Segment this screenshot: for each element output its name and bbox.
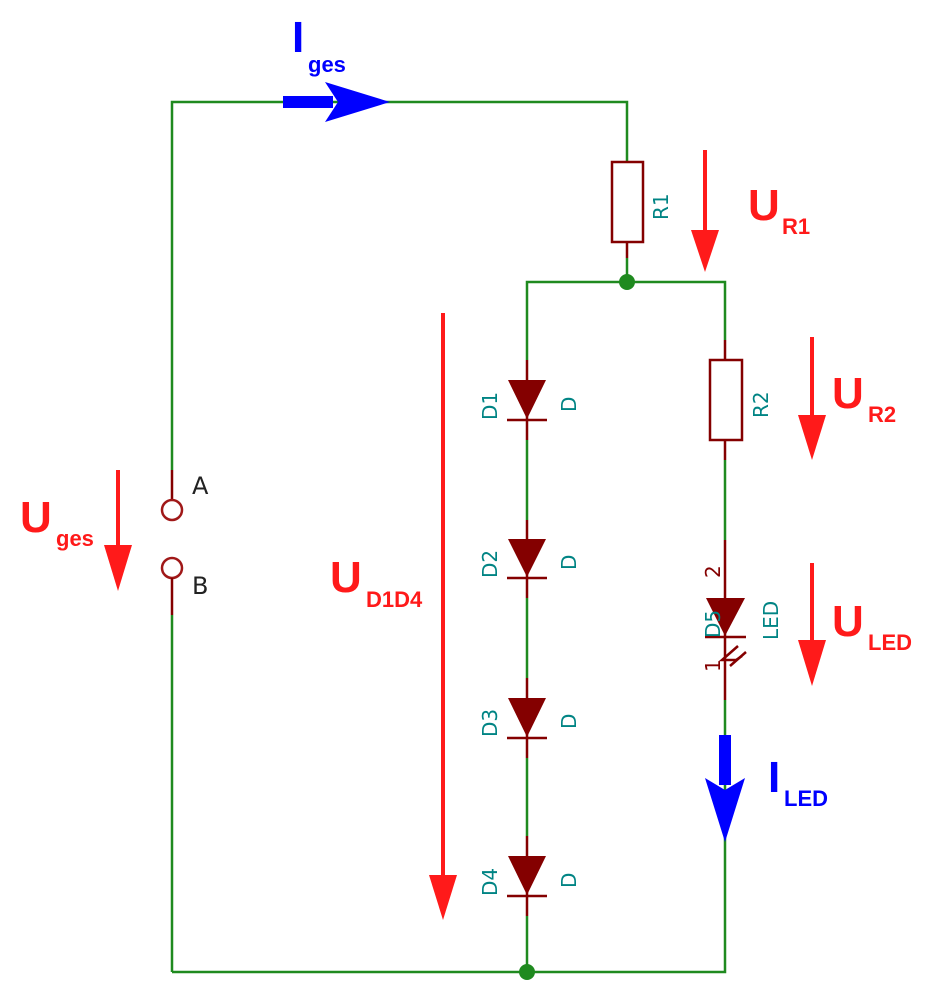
d4-value: D [557,873,581,888]
voltage-arrow-ur2: U R2 [798,337,896,460]
uled-sub: LED [868,630,912,655]
resistor-r2: R2 [708,340,773,460]
iges-sub: ges [308,52,346,77]
d2-ref: D2 [478,550,502,578]
current-arrow-iled: I LED [705,735,828,842]
r1-label: R1 [649,193,673,220]
ud1d4-label: U [330,553,362,602]
led-d5: D5 LED 2 1 [701,540,783,700]
d5-pin-1: 1 [701,659,725,672]
diode-d2: D2 D [478,520,581,598]
junction-dot-bottom [519,964,535,980]
diode-d1: D1 D [478,360,581,440]
voltage-arrow-ur1: U R1 [691,150,810,272]
voltage-arrow-uges: U ges [20,470,132,591]
iled-sub: LED [784,786,828,811]
terminal-b: B [160,556,208,615]
d4-ref: D4 [478,868,502,896]
d3-value: D [557,714,581,729]
ud1d4-sub: D1D4 [366,587,423,612]
d5-value: LED [759,601,783,640]
ur1-label: U [748,181,780,230]
d3-ref: D3 [478,709,502,737]
d1-ref: D1 [478,392,502,420]
current-arrow-iges: I ges [283,13,390,122]
uled-label: U [832,597,864,646]
ur2-label: U [832,369,864,418]
d5-ref: D5 [701,610,725,638]
iled-label: I [768,753,780,802]
iges-label: I [292,13,304,62]
terminal-a: A [160,470,209,522]
uges-sub: ges [56,526,94,551]
d1-value: D [557,397,581,412]
terminal-b-label: B [192,572,208,600]
diode-d4: D4 D [478,836,581,916]
diode-d3: D3 D [478,678,581,758]
terminal-a-label: A [192,472,209,500]
d5-pin-2: 2 [701,565,725,578]
uges-label: U [20,493,52,542]
r2-label: R2 [749,391,773,418]
ur2-sub: R2 [868,402,896,427]
voltage-arrow-uled: U LED [798,563,912,686]
resistor-r1: R1 [610,160,673,258]
ur1-sub: R1 [782,214,810,239]
junction-dot-top [619,274,635,290]
d2-value: D [557,555,581,570]
voltage-arrow-ud1d4: U D1D4 [330,313,457,920]
